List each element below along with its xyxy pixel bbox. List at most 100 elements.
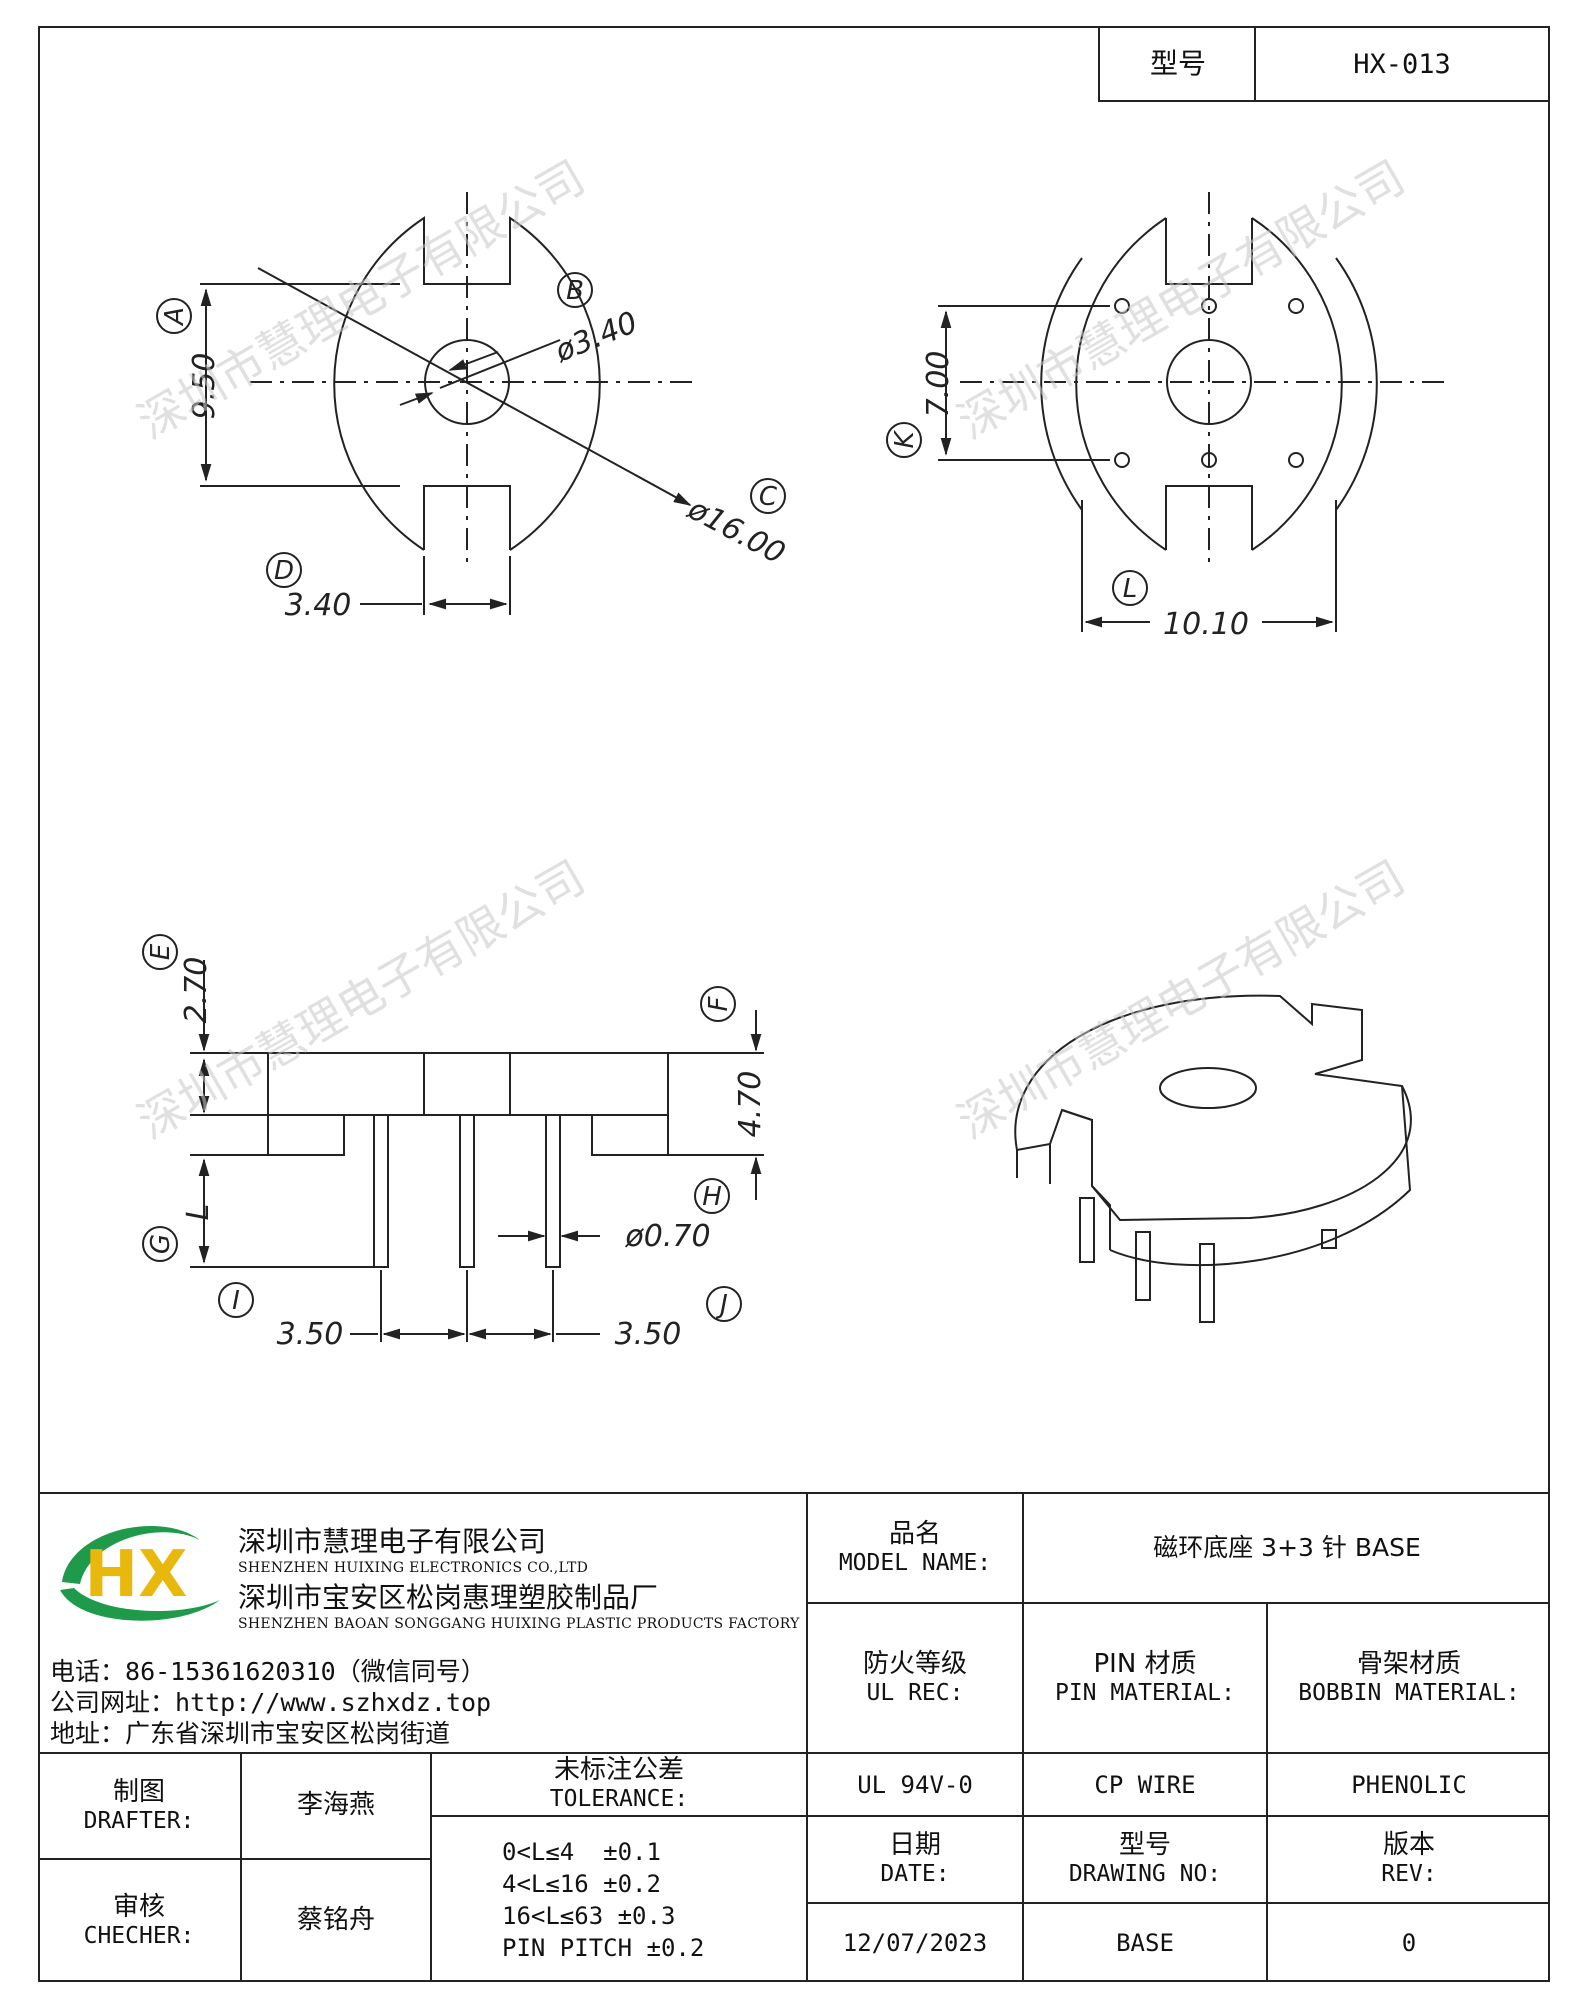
dim-a-value: 9.50 xyxy=(187,353,222,420)
address-row: 地址：广东省深圳市宝安区松岗街道 xyxy=(50,1718,491,1749)
ul-cn: 防火等级 xyxy=(862,1648,967,1679)
ul-en: UL REC: xyxy=(866,1679,964,1706)
header-model-label: 型号 xyxy=(1149,46,1206,80)
checker-en: CHECHER: xyxy=(83,1922,195,1949)
drafter-cn: 制图 xyxy=(112,1776,165,1807)
drawing-frame xyxy=(38,26,1550,1982)
dim-j-value: 3.50 xyxy=(615,1317,682,1352)
drawing-no-value: BASE xyxy=(1116,1929,1174,1957)
tolerance-line-2: 4<L≤16 ±0.2 xyxy=(502,1869,661,1898)
header-model-value-cell: HX-013 xyxy=(1254,26,1550,102)
checker-cn: 审核 xyxy=(112,1891,165,1922)
ul-value: UL 94V-0 xyxy=(857,1770,973,1799)
drawing-no-value-cell: BASE xyxy=(1024,1904,1266,1982)
tolerance-line-3: 16<L≤63 ±0.3 xyxy=(502,1901,676,1930)
watermark-1: 深圳市慧理电子有限公司 xyxy=(129,150,594,450)
rev-cn: 版本 xyxy=(1382,1830,1435,1861)
address-label: 地址： xyxy=(50,1719,126,1748)
dim-f-value: 4.70 xyxy=(733,1071,768,1138)
bobbin-value-cell: PHENOLIC xyxy=(1268,1754,1550,1815)
web-row: 公司网址：http://www.szhxdz.top xyxy=(50,1687,491,1718)
drawing-no-cn: 型号 xyxy=(1118,1830,1171,1861)
rev-value-cell: 0 xyxy=(1268,1904,1550,1982)
logo-swoosh-icon xyxy=(62,1525,200,1584)
rev-label-cell: 版本 REV: xyxy=(1268,1817,1550,1902)
header-model-label-cell: 型号 xyxy=(1098,26,1256,102)
bobbin-en: BOBBIN MATERIAL: xyxy=(1298,1679,1520,1706)
pin-value: CP WIRE xyxy=(1094,1770,1196,1799)
model-name-cn: 品名 xyxy=(888,1518,941,1549)
date-en: DATE: xyxy=(880,1861,950,1888)
bobbin-label-cell: 骨架材质 BOBBIN MATERIAL: xyxy=(1268,1604,1550,1752)
watermark-2: 深圳市慧理电子有限公司 xyxy=(949,150,1414,450)
drawing-no-en: DRAWING NO: xyxy=(1068,1861,1222,1888)
phone-label: 电话： xyxy=(50,1657,126,1686)
checker-label-cell: 审核 CHECHER: xyxy=(38,1860,240,1982)
ul-value-cell: UL 94V-0 xyxy=(808,1754,1022,1815)
model-name-en: MODEL NAME: xyxy=(838,1549,992,1576)
model-name-label-cell: 品名 MODEL NAME: xyxy=(808,1494,1022,1602)
bobbin-cn: 骨架材质 xyxy=(1356,1648,1461,1679)
factory-name-cn: 深圳市宝安区松岗惠理塑胶制品厂 xyxy=(238,1581,659,1614)
date-value: 12/07/2023 xyxy=(842,1929,988,1957)
side-view-labels: E 2.70 F 4.70 G L H ø0.70 I 3.50 J 3.50 xyxy=(142,934,768,1352)
dim-h-value: ø0.70 xyxy=(624,1219,710,1254)
label-i: I xyxy=(232,1286,240,1316)
date-value-cell: 12/07/2023 xyxy=(808,1904,1022,1982)
checker-name: 蔡铭舟 xyxy=(296,1905,375,1936)
tolerance-label-cell: 未标注公差 TOLERANCE: xyxy=(432,1754,806,1815)
header-model-value: HX-013 xyxy=(1353,48,1451,80)
dim-d-value: 3.40 xyxy=(285,588,352,623)
drafter-label-cell: 制图 DRAFTER: xyxy=(38,1754,240,1858)
pin-value-cell: CP WIRE xyxy=(1024,1754,1266,1815)
company-info: 深圳市慧理电子有限公司 SHENZHEN HUIXING ELECTRONICS… xyxy=(238,1520,800,1632)
label-a: A xyxy=(160,307,190,327)
side-view xyxy=(190,960,764,1342)
pin-label-cell: PIN 材质 PIN MATERIAL: xyxy=(1024,1604,1266,1752)
label-f: F xyxy=(704,995,734,1011)
dim-l-value: 10.10 xyxy=(1163,607,1249,642)
bottom-view xyxy=(938,192,1450,632)
dim-b-value: ø3.40 xyxy=(549,305,642,370)
factory-name-en: SHENZHEN BAOAN SONGGANG HUIXING PLASTIC … xyxy=(238,1616,800,1632)
phone-value: 86-15361620310（微信同号） xyxy=(125,1657,486,1686)
bottom-view-labels: K 7.00 L 10.10 xyxy=(886,351,1249,642)
date-label-cell: 日期 DATE: xyxy=(808,1817,1022,1902)
dim-g-value: L xyxy=(181,1204,216,1221)
company-logo: HX xyxy=(60,1525,220,1621)
watermarks: 深圳市慧理电子有限公司 深圳市慧理电子有限公司 深圳市慧理电子有限公司 深圳市慧… xyxy=(129,150,1414,1150)
address-value: 广东省深圳市宝安区松岗街道 xyxy=(125,1719,451,1748)
contact-info: 电话：86-15361620310（微信同号） 公司网址：http://www.… xyxy=(50,1656,491,1749)
rev-value: 0 xyxy=(1401,1929,1417,1957)
pin-cn: PIN 材质 xyxy=(1093,1648,1197,1679)
checker-name-cell: 蔡铭舟 xyxy=(242,1860,430,1982)
dim-i-value: 3.50 xyxy=(277,1317,344,1352)
dim-e-value: 2.70 xyxy=(179,957,214,1024)
pin-en: PIN MATERIAL: xyxy=(1054,1679,1235,1706)
label-e: E xyxy=(146,943,176,960)
web-label: 公司网址： xyxy=(50,1688,176,1717)
label-k: K xyxy=(890,430,920,449)
company-name-en: SHENZHEN HUIXING ELECTRONICS CO.,LTD xyxy=(238,1560,589,1576)
date-cn: 日期 xyxy=(888,1830,941,1861)
rev-en: REV: xyxy=(1381,1861,1437,1888)
label-b: B xyxy=(566,276,584,306)
model-name-value: 磁环底座 3+3 针 BASE xyxy=(1153,1532,1421,1562)
company-name-cn: 深圳市慧理电子有限公司 xyxy=(238,1525,547,1558)
logo-text: HX xyxy=(85,1538,188,1612)
ul-label-cell: 防火等级 UL REC: xyxy=(808,1604,1022,1752)
label-h: H xyxy=(702,1182,722,1212)
tolerance-cn: 未标注公差 xyxy=(553,1755,684,1786)
label-d: D xyxy=(274,556,294,586)
drafter-name: 李海燕 xyxy=(296,1790,375,1821)
label-l: L xyxy=(1123,574,1138,604)
drawing-no-label-cell: 型号 DRAWING NO: xyxy=(1024,1817,1266,1902)
dim-k-value: 7.00 xyxy=(921,351,956,418)
model-name-value-cell: 磁环底座 3+3 针 BASE xyxy=(1024,1494,1550,1602)
top-view xyxy=(200,192,700,615)
drafter-name-cell: 李海燕 xyxy=(242,1754,430,1858)
phone-row: 电话：86-15361620310（微信同号） xyxy=(50,1656,491,1687)
web-value: http://www.szhxdz.top xyxy=(175,1688,492,1717)
isometric-view xyxy=(1014,994,1412,1323)
bobbin-value: PHENOLIC xyxy=(1351,1770,1467,1799)
